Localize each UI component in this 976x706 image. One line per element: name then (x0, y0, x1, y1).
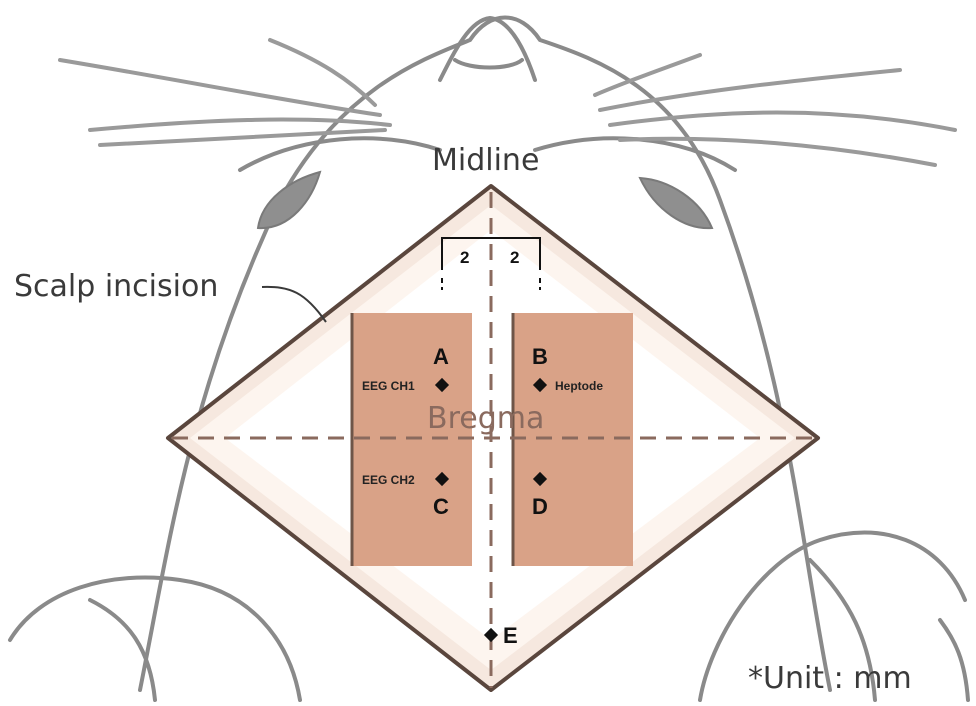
left-eye (258, 172, 320, 228)
point-B-label: B (532, 344, 548, 369)
dimension-right: 2 (510, 248, 519, 267)
point-C-annotation: EEG CH2 (362, 473, 415, 487)
scalp-incision-leader (262, 287, 326, 322)
point-E-label: E (503, 623, 518, 648)
dimension-left: 2 (460, 248, 469, 267)
unit-label: *Unit : mm (748, 661, 912, 696)
midline-label: Midline (432, 143, 539, 178)
point-B-annotation: Heptode (555, 379, 603, 393)
point-D-label: D (532, 494, 548, 519)
bregma-label: Bregma (427, 401, 544, 436)
scalp-incision-label: Scalp incision (14, 269, 218, 304)
point-A-annotation: EEG CH1 (362, 379, 415, 393)
point-D: D (532, 472, 548, 519)
right-eye (640, 178, 712, 228)
point-C-label: C (433, 494, 449, 519)
point-A-label: A (433, 344, 449, 369)
